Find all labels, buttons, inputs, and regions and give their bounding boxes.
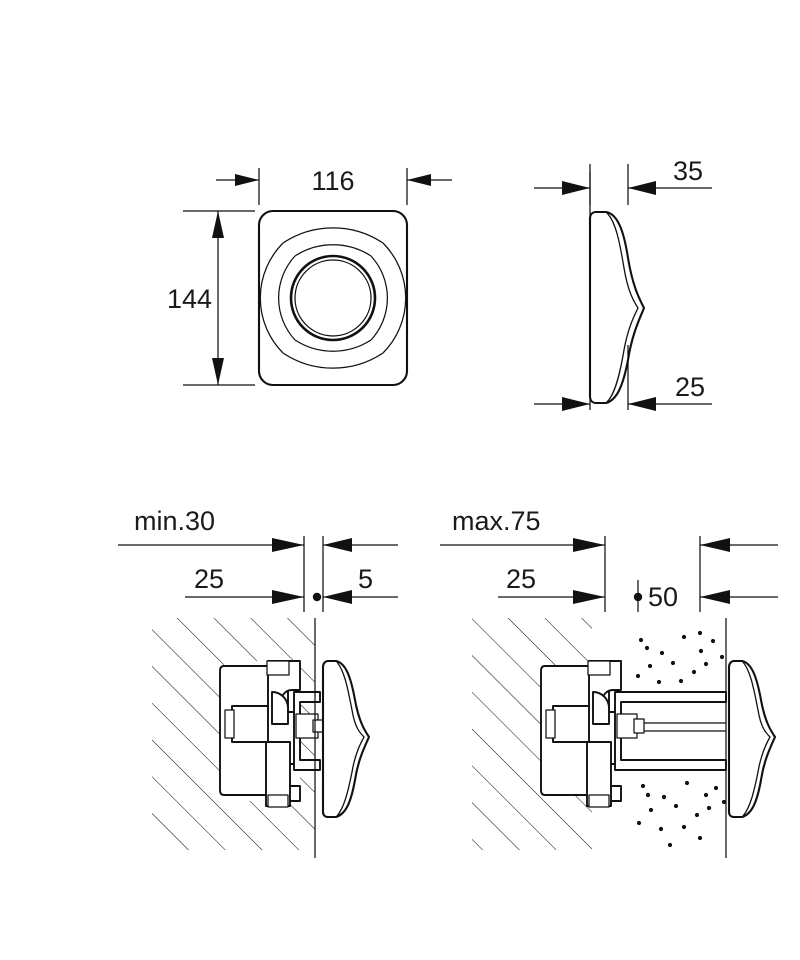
- dim-max-wall: max.75: [440, 506, 606, 612]
- dim-min-wall: min.30: [118, 506, 305, 612]
- dim-label-max-gap: 50: [648, 582, 678, 612]
- front-view-group: 116 144: [167, 166, 452, 387]
- front-plate-outline: [257, 209, 409, 387]
- section-max-extension-tube: [614, 691, 727, 771]
- section-max-actuator-tip: [633, 718, 645, 734]
- dim-max-gap: 50: [633, 536, 778, 612]
- section-max-left-port: [552, 705, 592, 743]
- section-min-left-port-cap: [224, 709, 235, 739]
- front-outer-ring-arcs: [259, 227, 407, 369]
- dim-front-height: 144: [167, 210, 255, 386]
- side-view-group: 35 25: [534, 156, 712, 411]
- section-max-stem: [586, 741, 612, 807]
- section-min-boss: [271, 691, 289, 725]
- section-min-group: min.30 25 5: [118, 506, 398, 858]
- section-min-stem-foot: [267, 794, 289, 808]
- front-button-ring-inner: [294, 259, 372, 337]
- dim-min-inset: 25: [185, 564, 304, 604]
- section-max-concrete-stipple: [635, 630, 727, 848]
- section-max-plate-inner-curve: [742, 661, 771, 817]
- section-min-plate-inner-curve: [336, 661, 365, 817]
- section-min-plate-profile: [321, 659, 371, 819]
- section-min-top-screw: [266, 660, 290, 676]
- dim-label-min-gap: 5: [358, 564, 373, 594]
- dim-min-gap-origin-dot: [312, 592, 322, 602]
- front-mid-ring-arcs: [278, 244, 388, 352]
- dim-label-side-offset: 25: [675, 372, 705, 402]
- dim-min-gap: 5: [312, 536, 398, 612]
- dim-max-inset: 25: [498, 564, 605, 604]
- section-max-boss: [592, 691, 610, 725]
- dim-label-min-inset: 25: [194, 564, 224, 594]
- dim-front-width: 116: [216, 166, 452, 205]
- section-min-stem: [265, 741, 291, 807]
- front-button-ring-outer: [289, 254, 377, 342]
- dim-label-side-depth: 35: [673, 156, 703, 186]
- dim-side-depth: 35: [534, 156, 712, 195]
- dim-label-max-wall: max.75: [452, 506, 541, 536]
- dim-label-min-wall: min.30: [134, 506, 215, 536]
- dim-label-front-height: 144: [167, 284, 212, 314]
- section-max-plate-profile: [727, 659, 777, 819]
- dim-label-front-width: 116: [311, 166, 354, 196]
- section-max-group: max.75 25 50: [440, 506, 778, 858]
- section-max-stem-foot: [588, 794, 610, 808]
- section-max-left-port-cap: [545, 709, 556, 739]
- section-min-left-port: [231, 705, 271, 743]
- side-profile-inner-curve: [606, 212, 639, 403]
- section-max-top-screw: [587, 660, 611, 676]
- dim-side-offset: 25: [534, 372, 712, 411]
- dim-label-max-inset: 25: [506, 564, 536, 594]
